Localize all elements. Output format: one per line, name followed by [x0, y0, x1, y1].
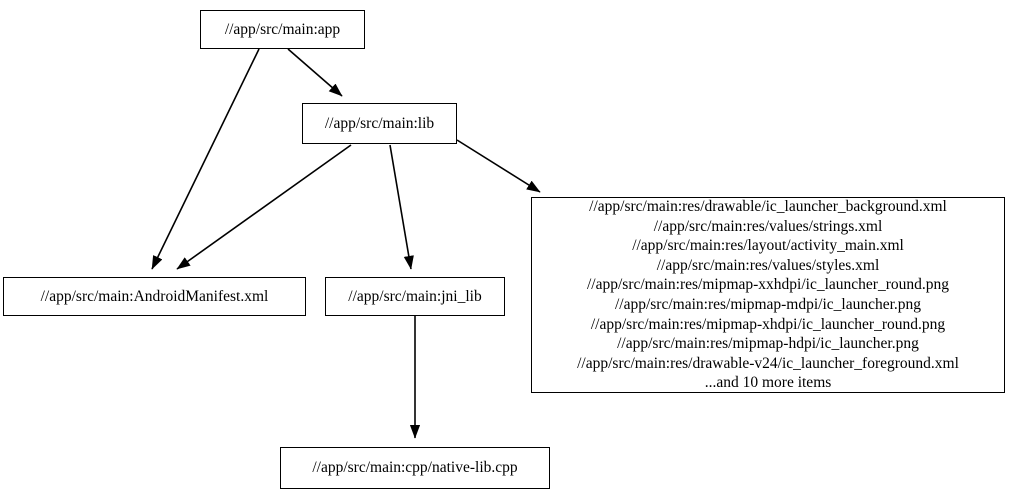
graph-edge-app-to-lib — [287, 48, 343, 97]
graph-node-android-manifest-label: //app/src/main:AndroidManifest.xml — [40, 287, 269, 305]
graph-node-jni-lib[interactable]: //app/src/main:jni_lib — [325, 277, 505, 316]
graph-node-res-group-label: //app/src/main:res/drawable/ic_launcher_… — [577, 198, 959, 392]
graph-node-jni-lib-label: //app/src/main:jni_lib — [348, 287, 482, 305]
graph-node-lib[interactable]: //app/src/main:lib — [302, 103, 457, 144]
graph-node-android-manifest[interactable]: //app/src/main:AndroidManifest.xml — [3, 277, 306, 316]
graph-edge-lib-to-manifest — [176, 144, 352, 270]
graph-edge-lib-to-jni-lib — [389, 144, 414, 270]
graph-node-res-group[interactable]: //app/src/main:res/drawable/ic_launcher_… — [531, 197, 1005, 393]
graph-node-native-lib-cpp-label: //app/src/main:cpp/native-lib.cpp — [312, 459, 518, 477]
graph-node-app-label: //app/src/main:app — [224, 20, 341, 38]
graph-node-app[interactable]: //app/src/main:app — [200, 10, 365, 49]
graph-edge-lib-to-res-group — [456, 139, 541, 193]
graph-node-native-lib-cpp[interactable]: //app/src/main:cpp/native-lib.cpp — [280, 447, 550, 489]
graph-edge-app-to-manifest — [151, 48, 260, 270]
graph-node-lib-label: //app/src/main:lib — [324, 114, 435, 132]
